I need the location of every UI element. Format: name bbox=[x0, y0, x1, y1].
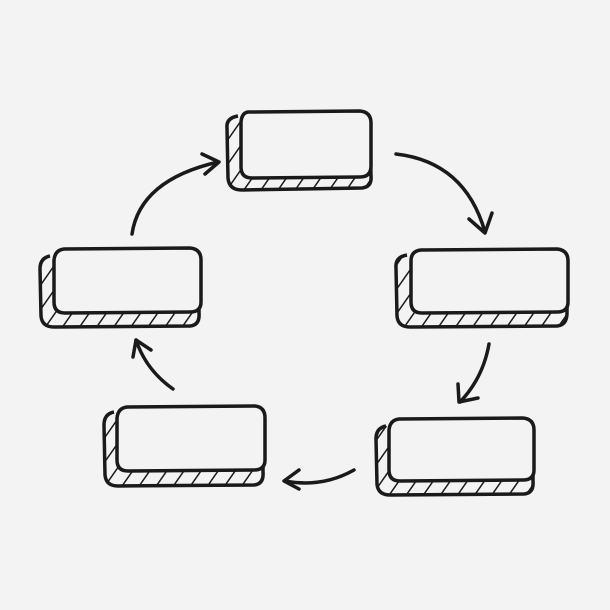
node-left bbox=[38, 246, 203, 329]
arrow-left-to-top-head bbox=[200, 152, 221, 176]
node-top bbox=[225, 109, 373, 192]
node-top-box bbox=[239, 109, 373, 180]
arrow-bottom-right-to-bottom-left-head bbox=[282, 468, 301, 491]
arrow-right-to-bottom-right bbox=[456, 342, 491, 404]
node-left-box bbox=[52, 246, 203, 315]
node-bottom-left bbox=[102, 404, 267, 488]
node-bottom-left-box bbox=[115, 404, 267, 473]
arrow-right-to-bottom-right-head bbox=[456, 382, 480, 404]
node-bottom-right-box bbox=[387, 416, 536, 483]
arrow-top-to-right bbox=[394, 152, 494, 235]
node-bottom-right bbox=[374, 416, 536, 497]
arrow-left-to-top-shaft bbox=[130, 160, 220, 236]
arrow-bottom-right-to-bottom-left-shaft bbox=[283, 468, 356, 485]
node-right-box bbox=[409, 247, 570, 315]
node-right bbox=[394, 247, 570, 329]
arrow-top-to-right-head bbox=[467, 211, 494, 235]
arrow-bottom-left-to-left-head bbox=[131, 338, 153, 359]
arrow-bottom-left-to-left bbox=[131, 338, 175, 391]
arrow-top-to-right-shaft bbox=[394, 152, 487, 234]
arrow-left-to-top bbox=[130, 152, 221, 236]
arrow-bottom-left-to-left-shaft bbox=[134, 338, 175, 391]
arrow-bottom-right-to-bottom-left bbox=[282, 468, 356, 491]
arrow-right-to-bottom-right-shaft bbox=[458, 342, 491, 404]
